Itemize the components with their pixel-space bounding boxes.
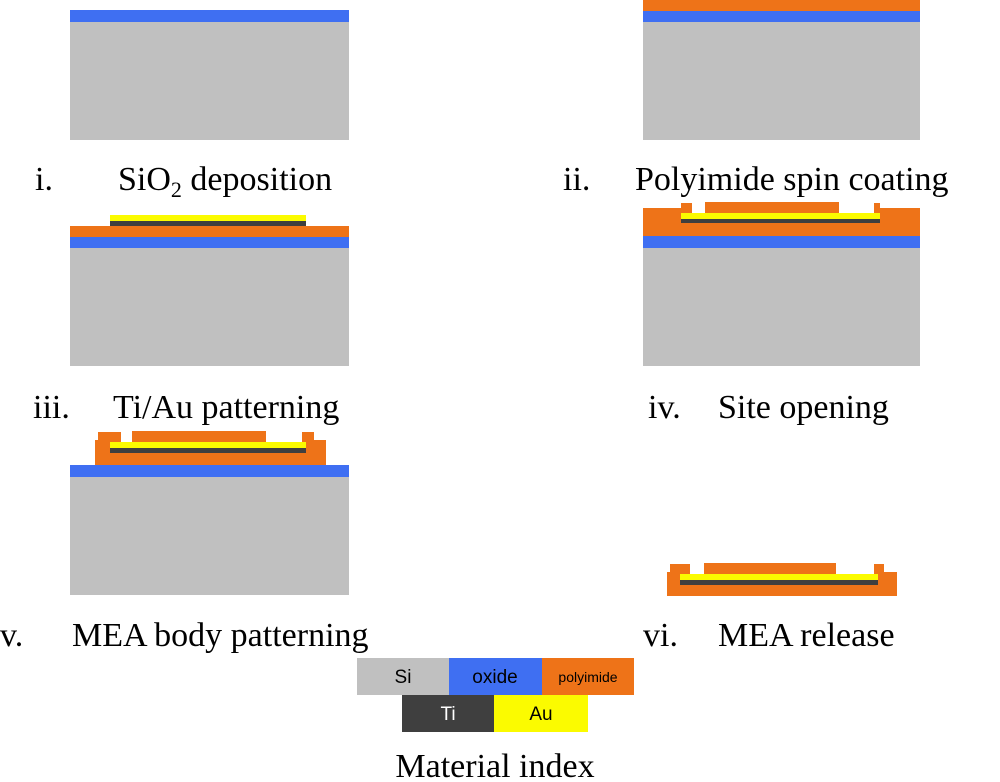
- legend-swatch-au: [494, 695, 588, 732]
- polyimide-layer: [643, 0, 920, 11]
- polyimide-layer: [70, 226, 349, 237]
- step-4-illustration: [643, 202, 920, 366]
- step-1-illustration: [70, 10, 349, 140]
- ti-layer: [681, 219, 880, 223]
- oxide-layer: [70, 237, 349, 248]
- step-2-title: Polyimide spin coating: [635, 161, 949, 198]
- au-layer: [110, 442, 306, 448]
- legend-swatch-polyimide: [542, 658, 634, 695]
- ti-layer: [110, 448, 306, 453]
- step-6-numeral: vi.: [643, 617, 678, 654]
- step-3-title: Ti/Au patterning: [113, 389, 339, 426]
- si-substrate: [70, 248, 349, 366]
- step-1-numeral: i.: [35, 161, 53, 198]
- material-legend: Si oxide polyimide Ti Au Material index: [357, 658, 634, 782]
- si-substrate: [70, 477, 349, 595]
- si-substrate: [70, 22, 349, 140]
- step-2-illustration: [643, 0, 920, 140]
- site-opening-left: [121, 431, 132, 442]
- step-1-title-subscript: 2: [171, 177, 182, 202]
- step-6-title: MEA release: [718, 617, 895, 654]
- ti-layer: [110, 221, 306, 226]
- ti-layer: [680, 580, 878, 585]
- legend-label-si: Si: [395, 667, 412, 688]
- site-opening-right: [836, 563, 874, 574]
- legend-swatch-oxide: [449, 658, 542, 695]
- au-layer: [680, 574, 878, 580]
- oxide-layer: [643, 11, 920, 22]
- legend-label-ti: Ti: [440, 704, 455, 725]
- step-3-numeral: iii.: [33, 389, 70, 426]
- site-opening-right: [266, 431, 302, 442]
- legend-title: Material index: [395, 748, 594, 782]
- legend-label-polyimide: polyimide: [558, 669, 617, 685]
- step-5-illustration: [70, 431, 349, 595]
- polyimide-top-pad: [132, 431, 266, 442]
- oxide-layer: [643, 236, 920, 248]
- legend-swatch-ti: [402, 695, 494, 732]
- legend-label-oxide: oxide: [472, 667, 517, 688]
- step-1-title: SiO2 deposition: [118, 161, 332, 202]
- step-4-numeral: iv.: [648, 389, 681, 426]
- polyimide-top-pad: [704, 563, 836, 574]
- au-layer: [681, 213, 880, 219]
- site-opening-left: [692, 202, 705, 213]
- oxide-layer: [70, 465, 349, 477]
- step-3-illustration: [70, 215, 349, 366]
- step-1-title-main: SiO: [118, 161, 171, 198]
- step-5-title: MEA body patterning: [72, 617, 369, 654]
- legend-swatch-si: [357, 658, 449, 695]
- step-4-title: Site opening: [718, 389, 889, 426]
- au-layer: [110, 215, 306, 221]
- si-substrate: [643, 248, 920, 366]
- site-opening-right: [839, 202, 874, 213]
- step-2-numeral: ii.: [563, 161, 590, 198]
- si-substrate: [643, 22, 920, 140]
- step-5-numeral: v.: [0, 617, 23, 654]
- step-6-illustration: [667, 563, 897, 596]
- polyimide-top-pad: [705, 202, 839, 213]
- step-1-title-rest: deposition: [182, 161, 332, 198]
- site-opening-left: [690, 563, 704, 574]
- oxide-layer: [70, 10, 349, 22]
- legend-label-au: Au: [529, 704, 552, 725]
